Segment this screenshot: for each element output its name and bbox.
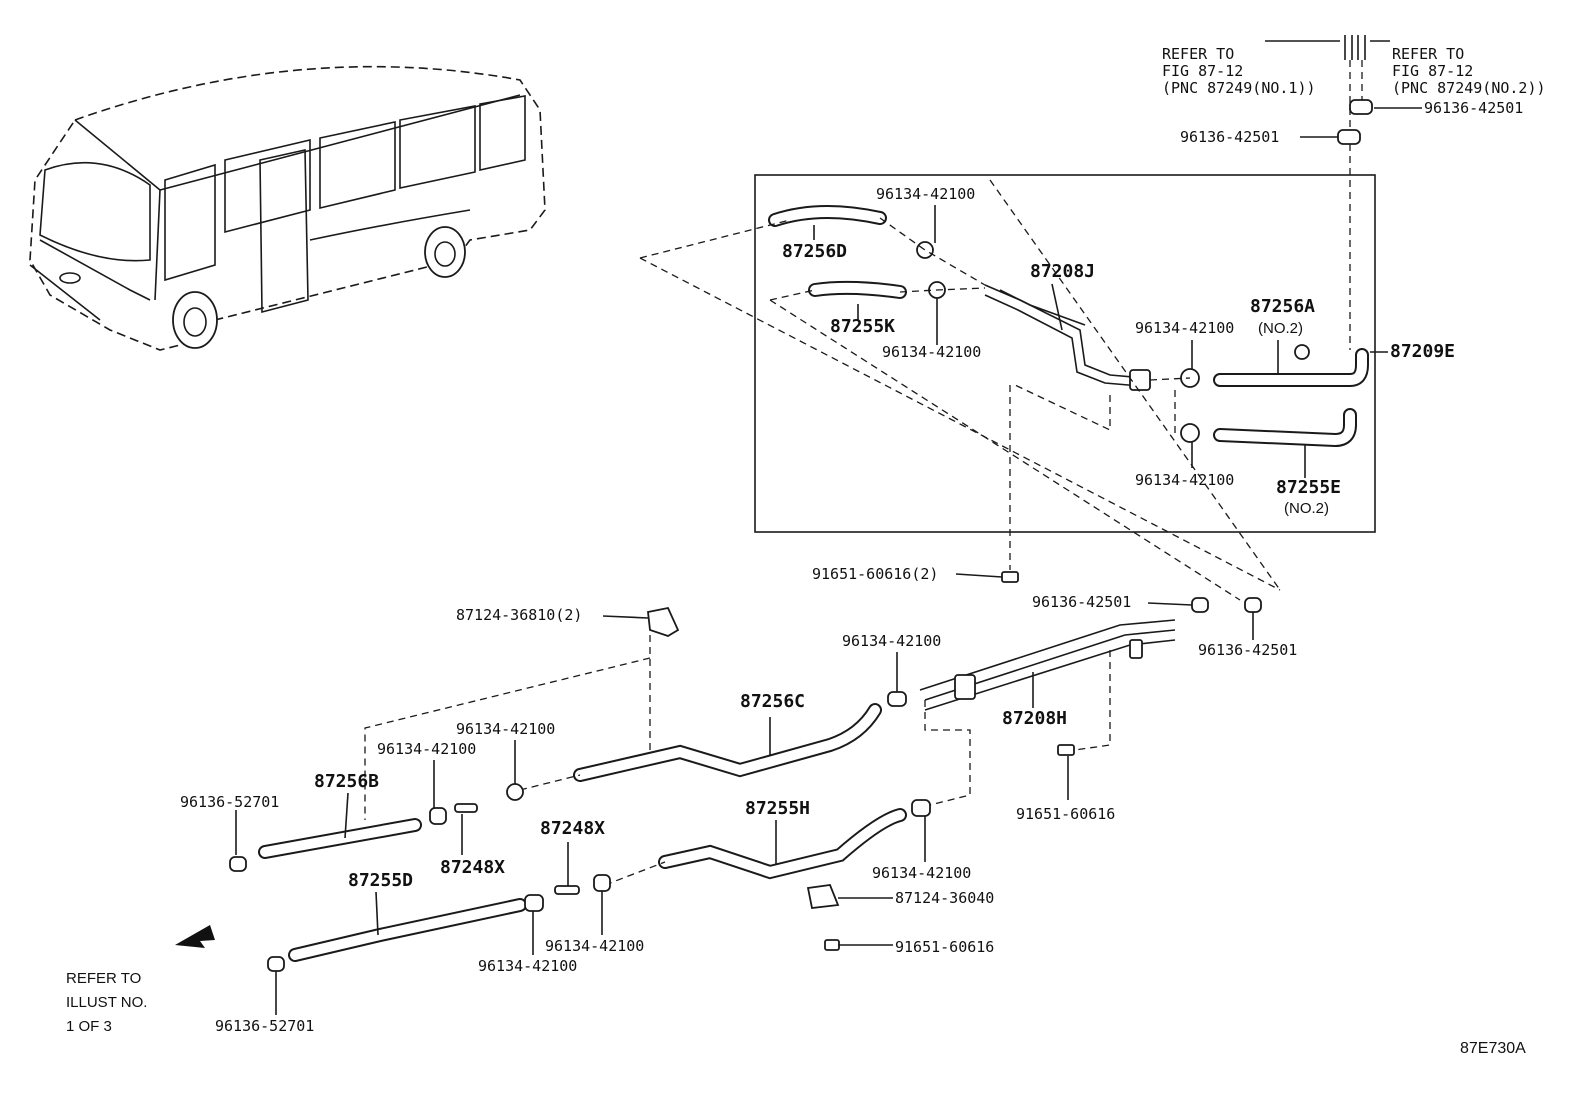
part-label: 87256C — [740, 691, 806, 712]
part-label: 87208J — [1030, 261, 1096, 282]
part-label: 87248X — [440, 857, 506, 878]
part-label: 87255K — [830, 316, 896, 337]
part-label: 96136-52701 — [180, 793, 280, 811]
part-label: 91651-60616 — [1016, 805, 1116, 823]
part-label: 87124-36810(2) — [456, 606, 583, 624]
pipe-87208H — [919, 619, 1176, 711]
part-label: 96134-42100 — [1135, 319, 1235, 337]
refer-arrow-icon — [175, 925, 215, 948]
part-label: 87256B — [314, 771, 380, 792]
part-label: 96136-52701 — [215, 1017, 315, 1035]
pipe-87209E — [1213, 35, 1373, 448]
part-label: 96134-42100 — [1135, 471, 1235, 489]
part-label: 87208H — [1002, 708, 1068, 729]
pipe-87208J — [984, 284, 1151, 432]
part-label: 96136-42501 — [1198, 641, 1298, 659]
part-label: 91651-60616(2) — [812, 565, 939, 583]
part-label: 96136-42501 — [1424, 99, 1524, 117]
part-label: 87256D — [782, 241, 848, 262]
part-label: 96134-42100 — [882, 343, 982, 361]
part-label: 96134-42100 — [456, 720, 556, 738]
part-label: 96134-42100 — [842, 632, 942, 650]
part-label: 96136-42501 — [1032, 593, 1132, 611]
part-label: 96134-42100 — [872, 864, 972, 882]
part-label: 87256A — [1250, 296, 1316, 317]
part-label: 96134-42100 — [478, 957, 578, 975]
bus-illustration — [29, 65, 546, 351]
part-label: 96134-42100 — [545, 937, 645, 955]
part-label: 87255D — [348, 870, 414, 891]
part-label: 96134-42100 — [377, 740, 477, 758]
part-label: 87248X — [540, 818, 606, 839]
part-label: 87255H — [745, 798, 811, 819]
figure-id: 87E730A — [1460, 1040, 1526, 1057]
part-label: (NO.2) — [1258, 320, 1303, 337]
part-label: 91651-60616 — [895, 938, 995, 956]
part-label: 87124-36040 — [895, 889, 995, 907]
part-label: 96134-42100 — [876, 185, 976, 203]
part-label: (NO.2) — [1284, 500, 1329, 517]
part-label: 87255E — [1276, 477, 1342, 498]
inset-box — [754, 174, 1376, 533]
part-label: 87209E — [1390, 341, 1456, 362]
part-label: 96136-42501 — [1180, 128, 1280, 146]
